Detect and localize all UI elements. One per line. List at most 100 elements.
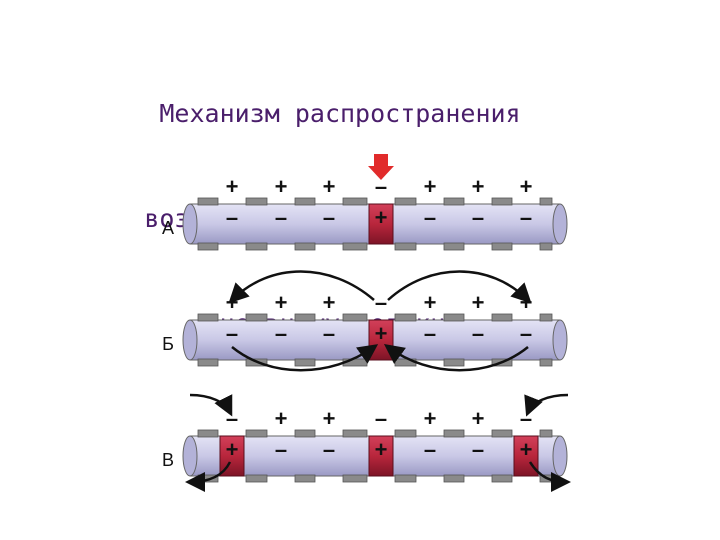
top-charge-sign: + bbox=[472, 174, 485, 199]
inner-charge-sign: – bbox=[275, 321, 287, 346]
top-charge-sign: – bbox=[375, 174, 387, 199]
top-charge-sign: + bbox=[226, 290, 239, 315]
fiber-rows: +++–+++–––+–––А+++–+++–––+–––Б–++–++–+––… bbox=[162, 174, 568, 483]
myelin-sheath-top bbox=[539, 313, 553, 322]
myelin-sheath-top bbox=[294, 313, 316, 322]
arc-v-right-bottom bbox=[528, 461, 571, 492]
fiber-row: +++–+++–––+–––А bbox=[162, 174, 568, 251]
arc-v-right-top bbox=[524, 393, 569, 417]
myelin-sheath-top bbox=[443, 313, 465, 322]
top-charge-sign: + bbox=[424, 290, 437, 315]
top-charge-sign: – bbox=[375, 290, 387, 315]
arc-bottom-right bbox=[383, 344, 529, 372]
inner-charge-sign: + bbox=[226, 437, 239, 462]
myelin-sheath-top bbox=[394, 429, 417, 438]
myelin-sheath-top bbox=[491, 429, 513, 438]
myelin-sheath-bottom bbox=[294, 358, 316, 367]
inner-charge-sign: – bbox=[323, 321, 335, 346]
axon-end-right bbox=[552, 203, 568, 245]
myelin-sheath-top bbox=[394, 197, 417, 206]
myelin-sheath-bottom bbox=[197, 242, 219, 251]
myelin-sheath-top bbox=[491, 313, 513, 322]
myelin-sheath-top bbox=[491, 197, 513, 206]
myelin-sheath-top bbox=[197, 429, 219, 438]
axon-end-right bbox=[552, 319, 568, 361]
inner-charge-sign: + bbox=[520, 437, 533, 462]
axon-end-left bbox=[182, 203, 198, 245]
top-charge-sign: + bbox=[226, 174, 239, 199]
myelin-sheath-top bbox=[342, 313, 368, 322]
inner-charge-sign: – bbox=[424, 437, 436, 462]
myelin-sheath-bottom bbox=[294, 474, 316, 483]
axon-end-right bbox=[552, 435, 568, 477]
arc-v-left-bottom bbox=[185, 461, 232, 492]
stimulus-arrow-icon bbox=[368, 154, 394, 180]
row-label: Б bbox=[162, 334, 174, 354]
top-charge-sign: + bbox=[323, 290, 336, 315]
top-charge-sign: + bbox=[424, 406, 437, 431]
top-charge-sign: – bbox=[375, 406, 387, 431]
top-charge-sign: + bbox=[520, 174, 533, 199]
top-charge-sign: + bbox=[323, 174, 336, 199]
inner-charge-sign: – bbox=[472, 205, 484, 230]
arc-bottom-left bbox=[231, 344, 379, 372]
myelin-sheath-top bbox=[197, 313, 219, 322]
myelin-sheath-bottom bbox=[342, 474, 368, 483]
myelin-sheath-top bbox=[342, 197, 368, 206]
top-charge-sign: + bbox=[472, 290, 485, 315]
inner-charge-sign: – bbox=[323, 437, 335, 462]
top-charge-sign: + bbox=[275, 174, 288, 199]
myelin-sheath-bottom bbox=[394, 242, 417, 251]
top-charge-sign: + bbox=[275, 406, 288, 431]
inner-charge-sign: – bbox=[424, 321, 436, 346]
myelin-sheath-top bbox=[197, 197, 219, 206]
active-node bbox=[368, 203, 394, 245]
myelin-sheath-bottom bbox=[539, 242, 553, 251]
myelin-sheath-bottom bbox=[539, 358, 553, 367]
myelin-sheath-top bbox=[294, 197, 316, 206]
myelin-sheath-top bbox=[443, 429, 465, 438]
inner-charge-sign: – bbox=[472, 321, 484, 346]
myelin-sheath-bottom bbox=[443, 358, 465, 367]
arc-top-left bbox=[228, 270, 375, 304]
myelin-sheath-top bbox=[539, 429, 553, 438]
myelin-sheath-top bbox=[294, 429, 316, 438]
inner-charge-sign: – bbox=[226, 205, 238, 230]
inner-charge-sign: – bbox=[275, 205, 287, 230]
inner-charge-sign: – bbox=[472, 437, 484, 462]
myelin-sheath-top bbox=[539, 197, 553, 206]
title-line-1: Механизм распространения bbox=[159, 99, 521, 128]
row-label: В bbox=[162, 450, 174, 470]
current-arcs-row-b bbox=[228, 270, 532, 372]
myelin-sheath-bottom bbox=[245, 242, 268, 251]
myelin-sheath-bottom bbox=[197, 358, 219, 367]
inner-charge-sign: + bbox=[375, 321, 388, 346]
inner-charge-sign: – bbox=[520, 321, 532, 346]
myelin-sheath-bottom bbox=[491, 474, 513, 483]
myelin-sheath-top bbox=[245, 313, 268, 322]
inner-charge-sign: – bbox=[275, 437, 287, 462]
myelin-sheath-bottom bbox=[294, 242, 316, 251]
top-charge-sign: + bbox=[472, 406, 485, 431]
fiber-row: +++–+++–––+–––Б bbox=[162, 290, 568, 367]
myelin-sheath-bottom bbox=[245, 474, 268, 483]
myelin-sheath-top bbox=[443, 197, 465, 206]
current-arcs-row-v bbox=[185, 393, 571, 492]
inner-charge-sign: – bbox=[424, 205, 436, 230]
inner-charge-sign: + bbox=[375, 437, 388, 462]
inner-charge-sign: + bbox=[375, 205, 388, 230]
myelin-sheath-bottom bbox=[443, 474, 465, 483]
axon-end-left bbox=[182, 435, 198, 477]
row-label: А bbox=[162, 218, 174, 238]
top-charge-sign: + bbox=[323, 406, 336, 431]
active-node bbox=[368, 435, 394, 477]
inner-charge-sign: – bbox=[226, 321, 238, 346]
top-charge-sign: + bbox=[424, 174, 437, 199]
myelin-sheath-top bbox=[245, 429, 268, 438]
inner-charge-sign: – bbox=[323, 205, 335, 230]
myelin-sheath-top bbox=[342, 429, 368, 438]
arc-v-left-top bbox=[189, 393, 233, 417]
top-charge-sign: + bbox=[275, 290, 288, 315]
axon-end-left bbox=[182, 319, 198, 361]
